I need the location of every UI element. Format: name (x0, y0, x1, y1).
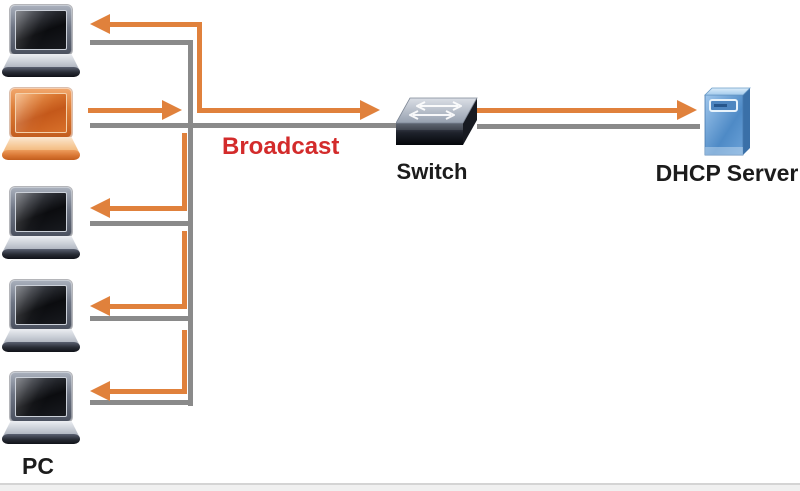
broadcast-vertical-up (197, 22, 202, 113)
laptop-front-bar (2, 342, 80, 352)
laptop-base (2, 236, 80, 253)
cable-pc5 (90, 400, 188, 405)
broadcast-vertical-seg3 (182, 330, 187, 394)
broadcast-arrow-from-pc2-line (88, 108, 164, 113)
pc3-laptop-icon (2, 187, 80, 259)
laptop-front-bar (2, 434, 80, 444)
laptop-display (15, 93, 67, 133)
broadcast-arrowhead-pc5 (90, 381, 110, 401)
broadcast-label: Broadcast (222, 133, 340, 160)
broadcast-vertical-seg1 (182, 133, 187, 211)
laptop-screen (10, 280, 72, 330)
broadcast-arrow-to-pc1-line (108, 22, 202, 27)
laptop-display (15, 377, 67, 417)
cable-pc3 (90, 221, 188, 226)
laptop-screen (10, 372, 72, 422)
cable-pc1 (90, 40, 193, 45)
broadcast-arrowhead-switch (360, 100, 380, 120)
slide-bottom-edge (0, 483, 800, 491)
laptop-display (15, 285, 67, 325)
broadcast-arrowhead-pc1 (90, 14, 110, 34)
laptop-display (15, 10, 67, 50)
laptop-screen (10, 187, 72, 237)
pc1-laptop-icon (2, 5, 80, 77)
pc5-laptop-icon (2, 372, 80, 444)
cable-vertical-bus (188, 40, 193, 406)
laptop-display (15, 192, 67, 232)
pc4-laptop-icon (2, 280, 80, 352)
switch-label: Switch (396, 159, 468, 184)
pc2-laptop-icon-highlighted (2, 88, 80, 160)
laptop-base (2, 54, 80, 71)
broadcast-arrow-to-switch-line (197, 108, 360, 113)
cable-pc2-to-switch (90, 123, 397, 128)
cable-switch-to-server (477, 124, 700, 129)
broadcast-arrow-to-pc3-line (108, 206, 187, 211)
broadcast-arrowhead-junction (162, 100, 182, 120)
laptop-base (2, 329, 80, 346)
laptop-front-bar (2, 67, 80, 77)
laptop-front-bar (2, 249, 80, 259)
laptop-base (2, 137, 80, 154)
broadcast-arrowhead-server (677, 100, 697, 120)
pc-label: PC (22, 453, 54, 479)
broadcast-vertical-seg2 (182, 231, 187, 309)
network-switch-icon (396, 97, 478, 145)
laptop-front-bar (2, 150, 80, 160)
broadcast-arrow-to-pc4-line (108, 304, 187, 309)
server-tower-icon (704, 87, 751, 156)
laptop-screen (10, 5, 72, 55)
dhcp-server-label: DHCP Server (655, 160, 799, 186)
broadcast-arrowhead-pc3 (90, 198, 110, 218)
laptop-base (2, 421, 80, 438)
broadcast-arrow-to-server-line (477, 108, 677, 113)
broadcast-arrow-to-pc5-line (108, 389, 187, 394)
laptop-screen (10, 88, 72, 138)
cable-pc4 (90, 316, 188, 321)
broadcast-arrowhead-pc4 (90, 296, 110, 316)
